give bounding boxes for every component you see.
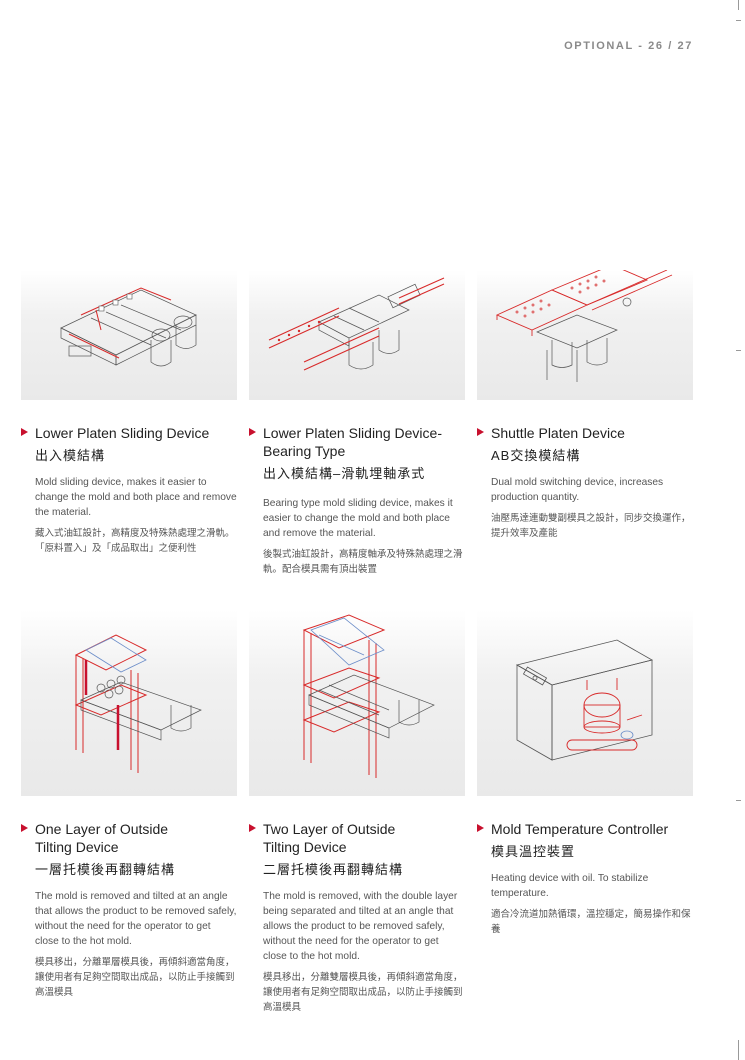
page-label: OPTIONAL - 26 / 27 — [564, 40, 693, 52]
card-description-en: The mold is removed, with the double lay… — [263, 891, 458, 962]
card-title-en: One Layer of Outside Tilting Device — [35, 821, 169, 855]
mold-temperature-controller-illustration — [477, 610, 693, 796]
bullet-arrow-icon — [21, 824, 28, 832]
crop-dot — [736, 800, 741, 801]
card-title-zh: 出入模結構–滑軌埋軸承式 — [263, 466, 426, 481]
feature-card-mold-temperature-controller: Mold Temperature Controller 模具溫控裝置 Heati… — [477, 610, 693, 937]
card-title-zh: 一層托模後再翻轉結構 — [35, 862, 176, 877]
card-description-en: Mold sliding device, makes it easier to … — [35, 477, 237, 518]
card-description-en: The mold is removed and tilted at an ang… — [35, 891, 237, 947]
shuttle-platen-illustration — [477, 270, 693, 400]
one-layer-tilting-illustration — [21, 610, 237, 796]
card-description-zh: 油壓馬達連動雙副模具之設計，同步交換運作，提升效率及產能 — [491, 513, 691, 539]
card-title-en: Two Layer of Outside Tilting Device — [263, 821, 396, 855]
feature-card-shuttle-platen: Shuttle Platen Device AB交換模結構 Dual mold … — [477, 270, 693, 541]
lower-platen-sliding-illustration — [21, 270, 237, 400]
card-description-zh: 後製式油缸設計，高精度軸承及特殊熱處理之滑軌。配合模具需有頂出裝置 — [263, 549, 463, 575]
feature-card-one-layer-tilting: One Layer of Outside Tilting Device 一層托模… — [21, 610, 237, 1000]
card-description-en: Dual mold switching device, increases pr… — [491, 477, 664, 503]
card-title-en: Mold Temperature Controller — [491, 821, 669, 837]
card-description-zh: 模具移出，分離單層模具後，再傾斜適當角度，讓使用者有足夠空間取出成品，以防止手接… — [35, 957, 235, 998]
crop-mark-top — [738, 0, 739, 10]
card-description-zh: 適合冷流道加熱循環，溫控穩定，簡易操作和保養 — [491, 909, 691, 935]
crop-dot — [736, 20, 741, 21]
bullet-arrow-icon — [21, 428, 28, 436]
bearing-type-illustration — [249, 270, 465, 400]
card-title-zh: AB交換模結構 — [491, 448, 581, 463]
bullet-arrow-icon — [249, 824, 256, 832]
card-description-en: Bearing type mold sliding device, makes … — [263, 498, 453, 539]
feature-card-two-layer-tilting: Two Layer of Outside Tilting Device 二層托模… — [249, 610, 465, 1015]
card-description-zh: 模具移出，分離雙層模具後，再傾斜適當角度，讓使用者有足夠空間取出成品，以防止手接… — [263, 972, 463, 1013]
card-title-zh: 模具溫控裝置 — [491, 844, 576, 859]
bullet-arrow-icon — [477, 428, 484, 436]
card-title-zh: 二層托模後再翻轉結構 — [263, 862, 404, 877]
card-title-en: Lower Platen Sliding Device-Bearing Type — [263, 425, 442, 459]
card-title-en: Lower Platen Sliding Device — [35, 425, 210, 441]
feature-card-lower-platen-sliding: Lower Platen Sliding Device 出入模結構 Mold s… — [21, 270, 237, 556]
card-title-zh: 出入模結構 — [35, 448, 106, 463]
bullet-arrow-icon — [477, 824, 484, 832]
crop-mark-bottom — [738, 1040, 739, 1060]
card-description-en: Heating device with oil. To stabilize te… — [491, 873, 649, 899]
card-description-zh: 藏入式油缸設計，高精度及特殊熱處理之滑軌。「原料置入」及「成品取出」之便利性 — [35, 528, 235, 554]
bullet-arrow-icon — [249, 428, 256, 436]
card-title-en: Shuttle Platen Device — [491, 425, 625, 441]
two-layer-tilting-illustration — [249, 610, 465, 796]
crop-dot — [736, 350, 741, 351]
feature-card-bearing-type: Lower Platen Sliding Device-Bearing Type… — [249, 270, 465, 577]
